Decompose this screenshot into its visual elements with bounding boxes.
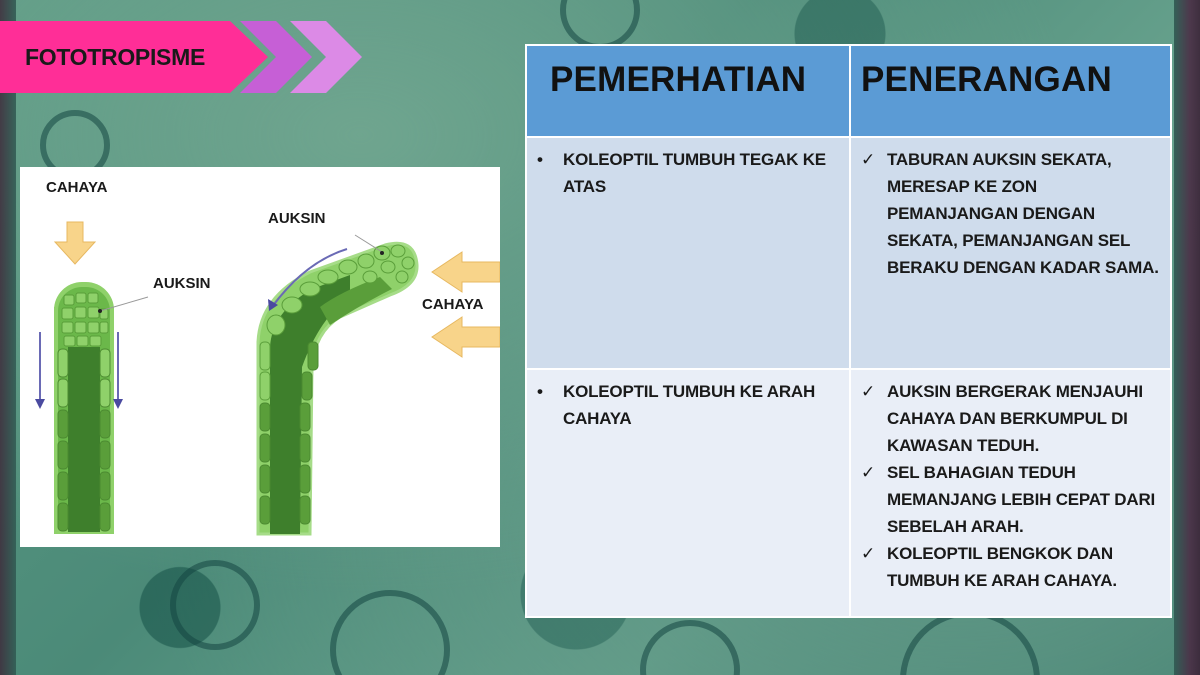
list-item: • KOLEOPTIL TUMBUH TEGAK KE ATAS [537,146,835,200]
background-edge-right [1174,0,1200,675]
observation-table: PEMERHATIAN PENERANGAN • KOLEOPTIL TUMBU… [525,44,1172,618]
checkmark-icon: ✓ [861,544,876,563]
light-arrow-down-icon [53,221,97,265]
straight-coleoptile [35,221,149,534]
list-item: ✓ SEL BAHAGIAN TEDUH MEMANJANG LEBIH CEP… [861,459,1160,540]
coleoptile-illustration [35,221,500,536]
table-row-2-explanation: ✓ AUKSIN BERGERAK MENJAUHI CAHAYA DAN BE… [851,370,1170,616]
background-edge-left [0,0,16,675]
background-swirl [640,620,740,675]
list-item: ✓ AUKSIN BERGERAK MENJAUHI CAHAYA DAN BE… [861,378,1160,459]
background-swirl [170,560,260,650]
list-item: • KOLEOPTIL TUMBUH KE ARAH CAHAYA [537,378,835,432]
phototropism-diagram: CAHAYA AUKSIN AUKSIN CAHAYA [20,167,500,547]
light-label-left: CAHAYA [46,179,108,196]
background-swirl [900,610,1040,675]
table-row-2-observation: • KOLEOPTIL TUMBUH KE ARAH CAHAYA [527,370,849,616]
checkmark-icon: ✓ [861,463,876,482]
table-header-explanation: PENERANGAN [851,46,1170,136]
table-row-1-observation: • KOLEOPTIL TUMBUH TEGAK KE ATAS [527,138,849,368]
background-swirl [560,0,640,50]
table-row-1-explanation: ✓ TABURAN AUKSIN SEKATA, MERESAP KE ZON … [851,138,1170,368]
table-header-observation: PEMERHATIAN [527,46,849,136]
light-label-right: CAHAYA [422,296,484,313]
bent-coleoptile [256,234,500,536]
auxin-label-right: AUKSIN [268,210,326,227]
bullet-icon: • [537,382,543,401]
light-arrow-left-icon [431,251,500,293]
list-item: ✓ TABURAN AUKSIN SEKATA, MERESAP KE ZON … [861,146,1160,281]
auxin-label-left: AUKSIN [153,275,211,292]
list-item: ✓ KOLEOPTIL BENGKOK DAN TUMBUH KE ARAH C… [861,540,1160,594]
slide-title-banner: FOTOTROPISME [0,21,268,93]
checkmark-icon: ✓ [861,150,876,169]
slide-title: FOTOTROPISME [25,43,205,70]
background-swirl [330,590,450,675]
bullet-icon: • [537,150,543,169]
checkmark-icon: ✓ [861,382,876,401]
light-arrow-left-icon [431,316,500,358]
